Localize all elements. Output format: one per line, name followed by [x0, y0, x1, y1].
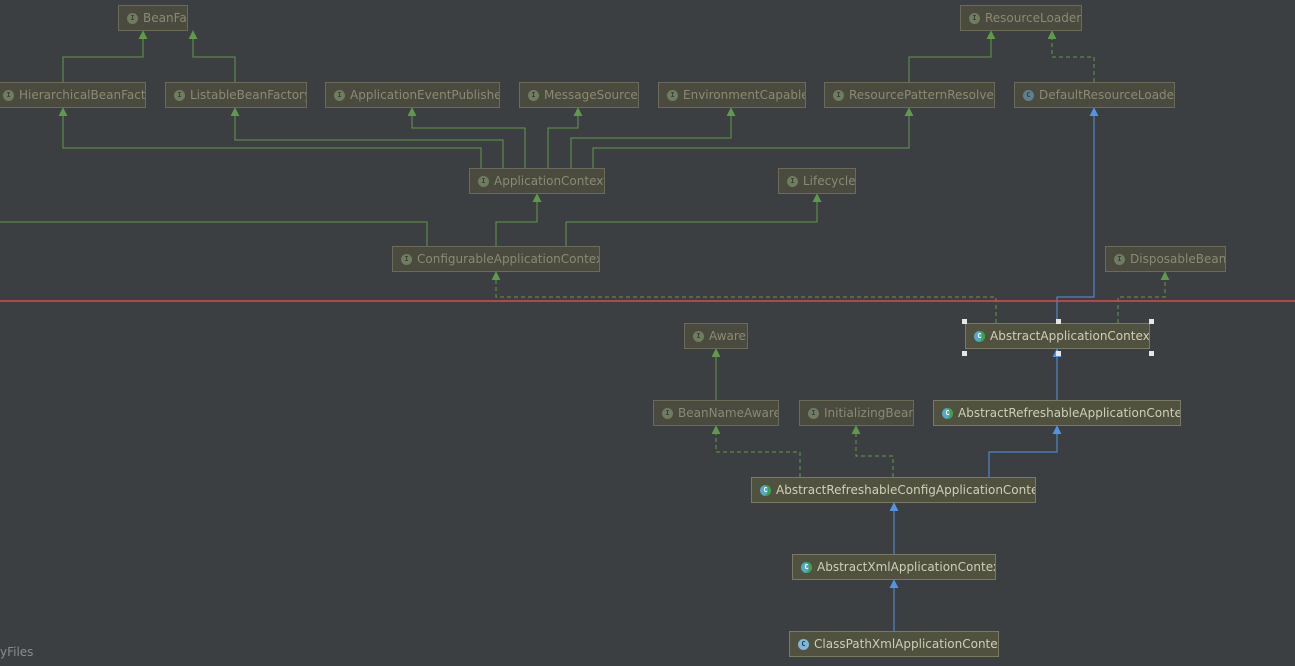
interface-icon: I [787, 175, 798, 187]
selection-handle[interactable] [962, 319, 967, 324]
node-abstract-refreshable-application-context[interactable]: C AbstractRefreshableApplicationContex [933, 400, 1181, 426]
node-bean-name-aware[interactable]: I BeanNameAware [653, 400, 779, 426]
node-initializing-bean[interactable]: I InitializingBean [799, 400, 914, 426]
node-message-source[interactable]: I MessageSource [519, 82, 639, 108]
edges-layer [0, 30, 1170, 631]
node-label: Aware [709, 329, 746, 343]
edge-ListableBeanFactory-to-BeanFactory [188, 30, 236, 82]
node-label: BeanNameAware [678, 406, 779, 420]
interface-icon: I [174, 89, 185, 101]
node-application-event-publisher[interactable]: I ApplicationEventPublisher [325, 82, 500, 108]
interface-icon: I [127, 12, 138, 24]
abstract-class-icon: C [974, 330, 985, 342]
selection-handle[interactable] [1056, 319, 1061, 324]
node-listable-bean-factory[interactable]: I ListableBeanFactory [165, 82, 307, 108]
node-label: ConfigurableApplicationContex [417, 252, 600, 266]
edge-HierarchicalBeanFactory-to-BeanFactory [62, 30, 148, 82]
abstract-class-icon: C [760, 484, 771, 496]
node-bean-factory[interactable]: I BeanFactory [118, 5, 188, 31]
selection-handle[interactable] [1056, 351, 1061, 356]
node-resource-loader[interactable]: I ResourceLoader [960, 5, 1082, 31]
node-label: AbstractXmlApplicationContex [817, 560, 996, 574]
class-icon: C [1023, 89, 1034, 101]
interface-icon: I [528, 89, 539, 101]
edge-AbstractRefreshableConfigApplicationContext-to-InitializingBean [851, 425, 894, 477]
node-label: ListableBeanFactory [190, 88, 307, 102]
class-icon: C [798, 638, 809, 650]
node-resource-pattern-resolver[interactable]: I ResourcePatternResolver [824, 82, 995, 108]
yfiles-watermark: yFiles [0, 645, 34, 659]
edge-AbstractApplicationContext-to-ConfigurableApplicationContext [491, 271, 997, 323]
edge-ConfigurableApplicationContext-to-ApplicationContext [495, 193, 542, 246]
node-configurable-application-context[interactable]: I ConfigurableApplicationContex [392, 246, 600, 272]
node-disposable-bean[interactable]: I DisposableBean [1105, 246, 1226, 272]
node-abstract-application-context[interactable]: C AbstractApplicationContext [965, 323, 1150, 349]
interface-icon: I [693, 330, 704, 342]
node-label: ApplicationContext [494, 174, 605, 188]
edge-ApplicationContext-to-ApplicationEventPublisher [407, 107, 526, 168]
node-label: Lifecycle [803, 174, 856, 188]
node-label: DisposableBean [1130, 252, 1226, 266]
interface-icon: I [334, 89, 345, 101]
node-label: ClassPathXmlApplicationContex [814, 637, 999, 651]
node-label: EnvironmentCapable [683, 88, 806, 102]
edge-AbstractRefreshableConfigApplicationContext-to-AbstractRefreshableApplicationContext [988, 425, 1062, 477]
edge-AbstractApplicationContext-to-DefaultResourceLoader [1056, 107, 1099, 323]
node-default-resource-loader[interactable]: C DefaultResourceLoader [1014, 82, 1175, 108]
node-hierarchical-bean-factory[interactable]: I HierarchicalBeanFactory [0, 82, 146, 108]
edge-AbstractRefreshableConfigApplicationContext-to-BeanNameAware [711, 425, 801, 477]
abstract-class-icon: C [801, 561, 812, 573]
node-label: ResourceLoader [985, 11, 1082, 25]
edge-ResourcePatternResolver-to-ResourceLoader [908, 30, 996, 82]
interface-icon: I [401, 253, 412, 265]
node-aware[interactable]: I Aware [684, 323, 748, 349]
node-class-path-xml-application-context[interactable]: C ClassPathXmlApplicationContex [789, 631, 999, 657]
node-label: ApplicationEventPublisher [350, 88, 500, 102]
edge-ApplicationContext-to-EnvironmentCapable [570, 107, 736, 168]
node-environment-capable[interactable]: I EnvironmentCapable [658, 82, 806, 108]
edge-DefaultResourceLoader-to-ResourceLoader [1047, 30, 1095, 82]
interface-icon: I [667, 89, 678, 101]
interface-icon: I [3, 89, 14, 101]
interface-icon: I [478, 175, 489, 187]
edge-ApplicationContext-to-MessageSource [547, 107, 583, 168]
edge-AbstractApplicationContext-to-DisposableBean [1117, 271, 1170, 323]
node-label: MessageSource [544, 88, 638, 102]
interface-icon: I [833, 89, 844, 101]
node-lifecycle[interactable]: I Lifecycle [778, 168, 856, 194]
node-abstract-xml-application-context[interactable]: C AbstractXmlApplicationContex [792, 554, 996, 580]
selection-handle[interactable] [1149, 319, 1154, 324]
edge-ApplicationContext-to-ResourcePatternResolver [592, 107, 914, 168]
selection-handle[interactable] [962, 351, 967, 356]
node-application-context[interactable]: I ApplicationContext [469, 168, 605, 194]
node-label: DefaultResourceLoader [1039, 88, 1175, 102]
interface-icon: I [1114, 253, 1125, 265]
edge-offscreen-to-configurable [0, 221, 428, 246]
interface-icon: I [969, 12, 980, 24]
edge-ApplicationContext-to-ListableBeanFactory [230, 107, 504, 168]
node-label: AbstractApplicationContext [990, 329, 1150, 343]
node-label: InitializingBean [824, 406, 914, 420]
abstract-class-icon: C [942, 407, 953, 419]
selection-handle[interactable] [1149, 351, 1154, 356]
node-label: BeanFactory [143, 11, 187, 25]
interface-icon: I [662, 407, 673, 419]
interface-icon: I [808, 407, 819, 419]
edge-ConfigurableApplicationContext-to-Lifecycle [565, 193, 822, 246]
node-abstract-refreshable-config-application-context[interactable]: C AbstractRefreshableConfigApplicationCon… [751, 477, 1036, 503]
node-label: ResourcePatternResolver [849, 88, 995, 102]
node-label: AbstractRefreshableConfigApplicationCont… [776, 483, 1036, 497]
node-label: AbstractRefreshableApplicationContex [958, 406, 1181, 420]
node-label: HierarchicalBeanFactory [19, 88, 146, 102]
edge-ApplicationContext-to-HierarchicalBeanFactory [58, 107, 482, 168]
